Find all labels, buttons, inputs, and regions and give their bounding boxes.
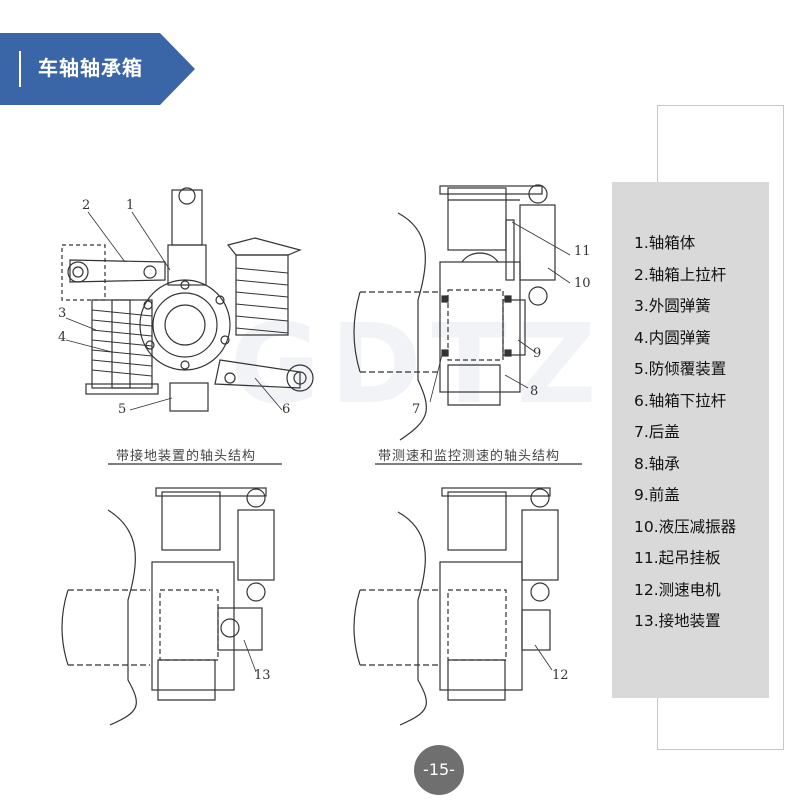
callout-8: 8 [530, 384, 539, 399]
legend-item: 10.液压减振器 [634, 517, 737, 536]
callout-5: 5 [118, 402, 127, 417]
title-banner [0, 33, 195, 105]
callout-6: 6 [282, 402, 291, 417]
callout-10: 10 [574, 276, 591, 291]
caption-speed-sensor-structure: 带测速和监控测速的轴头结构 [378, 449, 561, 464]
parts-legend: 1.轴箱体 2.轴箱上拉杆 3.外圆弹簧 4.内圆弹簧 5.防倾覆装置 6.轴箱… [612, 182, 769, 698]
legend-item: 3.外圆弹簧 [634, 297, 711, 315]
legend-item: 12.测速电机 [634, 580, 721, 599]
legend-item: 9.前盖 [634, 486, 680, 504]
drawing-bottom-right [353, 487, 559, 726]
legend-item: 7.后盖 [634, 423, 680, 441]
legend-item: 8.轴承 [634, 454, 680, 473]
callout-11: 11 [574, 244, 591, 259]
page-title: 车轴轴承箱 [38, 56, 143, 80]
drawing-top-left [61, 187, 314, 465]
legend-item: 6.轴箱下拉杆 [634, 391, 727, 410]
callout-3: 3 [58, 306, 67, 321]
callout-1: 1 [126, 198, 135, 213]
callout-12: 12 [552, 668, 569, 683]
caption-grounding-structure: 带接地装置的轴头结构 [116, 449, 257, 464]
drawing-top-right [353, 184, 582, 465]
callout-7: 7 [412, 402, 421, 417]
page-number-badge: -15- [414, 745, 464, 795]
legend-item: 13.接地装置 [634, 612, 721, 630]
legend-item: 1.轴箱体 [634, 234, 696, 252]
callout-4: 4 [58, 330, 67, 345]
callout-2: 2 [82, 198, 91, 213]
legend-item: 4.内圆弹簧 [634, 328, 711, 347]
callout-13: 13 [254, 668, 271, 683]
legend-item: 11.起吊挂板 [634, 549, 721, 567]
drawing-bottom-left [61, 487, 275, 726]
callout-9: 9 [533, 346, 542, 361]
legend-item: 5.防倾覆装置 [634, 360, 727, 378]
legend-item: 2.轴箱上拉杆 [634, 265, 727, 284]
watermark: GDTZ [230, 300, 607, 428]
